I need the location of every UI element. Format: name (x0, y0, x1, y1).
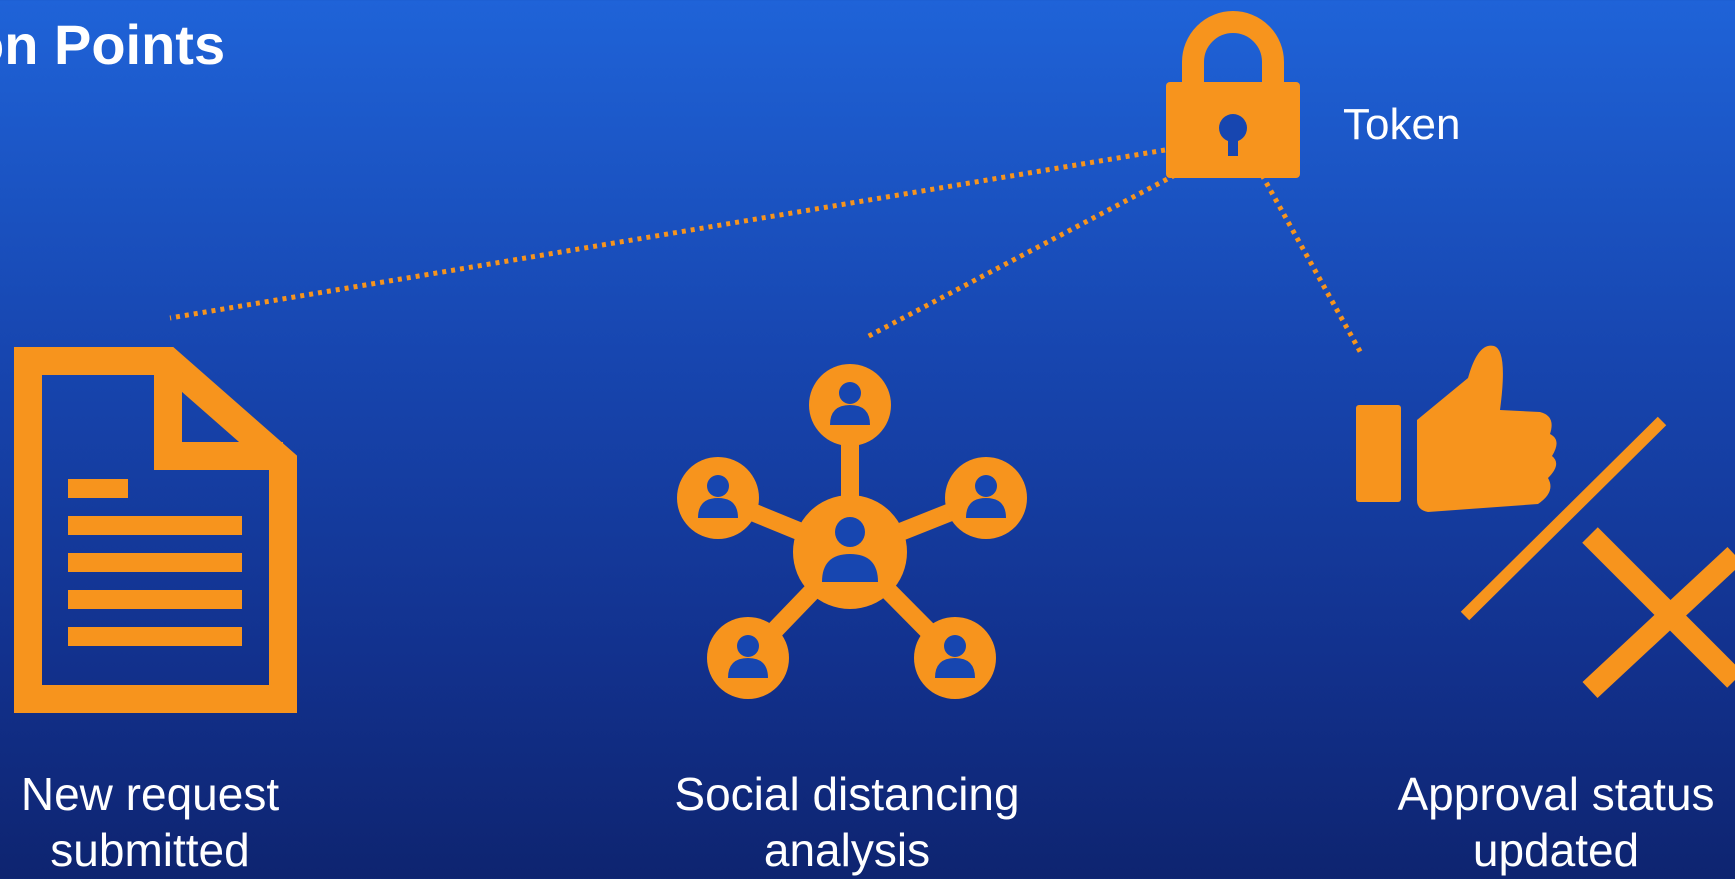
document-icon (14, 347, 297, 713)
node-label-social-distancing: Social distancing analysis (647, 766, 1047, 878)
thumbs-up-cross-icon (1356, 345, 1735, 699)
connector-to-document (169, 147, 1166, 321)
node-label-line2: submitted (50, 824, 250, 876)
connector-to-network (863, 172, 1177, 341)
node-label-new-request: New request submitted (0, 766, 300, 878)
node-label-approval-status: Approval status updated (1376, 766, 1735, 878)
node-label-line1: New request (20, 768, 280, 820)
node-label-line2: updated (1472, 824, 1640, 876)
token-label: Token (1343, 100, 1461, 149)
page-title: on Points (0, 13, 226, 76)
cross-line-2 (1582, 546, 1735, 699)
network-icon (677, 364, 1027, 699)
node-label-line1: Approval status (1397, 768, 1715, 820)
node-label-line1: Social distancing (674, 768, 1020, 820)
connector-to-approval (1259, 173, 1365, 357)
lock-icon (1166, 11, 1300, 178)
node-label-line2: analysis (763, 824, 931, 876)
slash-line (1460, 416, 1667, 621)
